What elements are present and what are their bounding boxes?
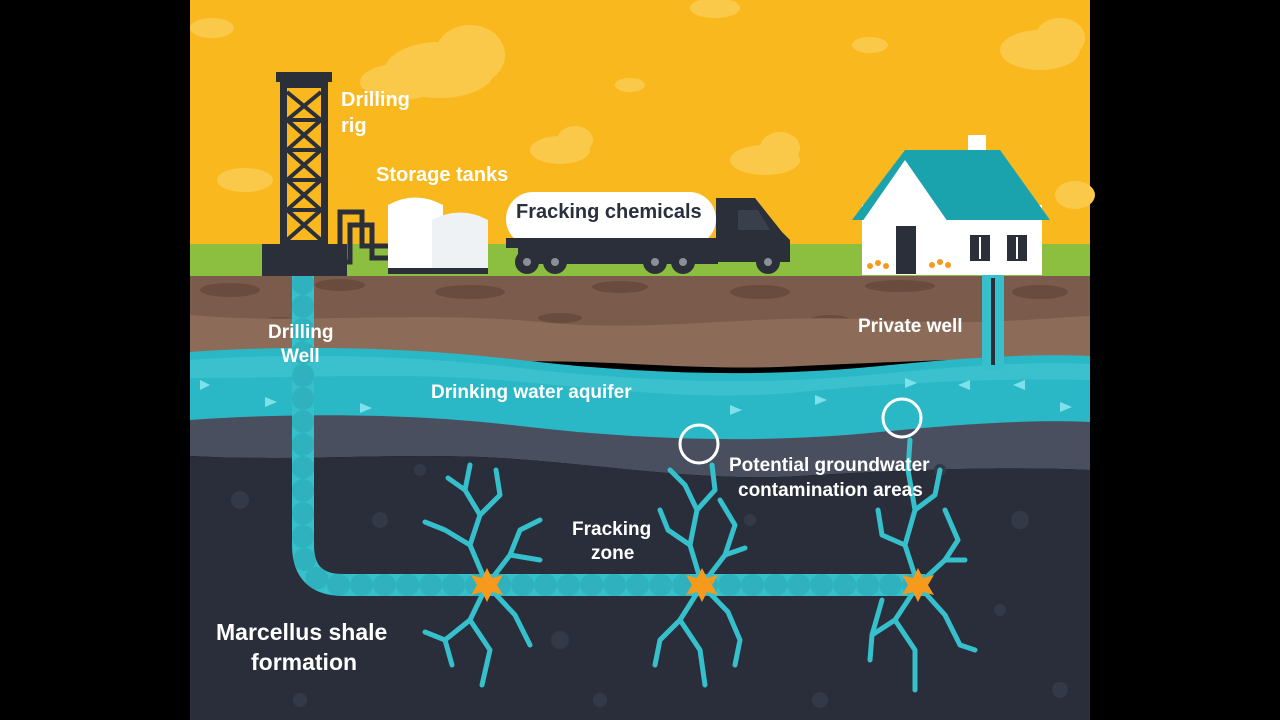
chemical-truck (506, 192, 790, 274)
cloud (1000, 18, 1085, 70)
private-well-label: Private well (858, 316, 963, 337)
fracture-cluster-2 (652, 462, 748, 688)
fracking-zone-label-line1: Fracking (572, 519, 651, 540)
fracking-chemicals-label: Fracking chemicals (516, 201, 702, 223)
cloud (730, 132, 800, 175)
drilling-well-label-line2: Well (281, 346, 320, 367)
storage-tanks-label: Storage tanks (376, 164, 508, 186)
aquifer-label: Drinking water aquifer (431, 382, 632, 403)
shale-pebbles (231, 464, 1068, 708)
drilling-rig-label-line1: Drilling (341, 89, 410, 111)
drilling-rig (262, 72, 390, 276)
burst-1 (471, 568, 503, 602)
contamination-label-line2: contamination areas (738, 480, 923, 501)
drilling-well-label-line1: Drilling (268, 322, 333, 343)
fracking-zone-label-line2: zone (591, 543, 634, 564)
burst-3 (902, 568, 934, 602)
storage-tanks (388, 197, 488, 274)
cloud (530, 126, 593, 164)
cloud (852, 37, 888, 53)
fracture-cluster-1 (422, 462, 543, 688)
cloud (1055, 181, 1095, 209)
marcellus-label-line2: formation (251, 649, 357, 675)
house (852, 135, 1050, 275)
fracking-bursts (471, 568, 934, 602)
contamination-circle-1 (678, 423, 720, 465)
drilling-rig-label-line2: rig (341, 115, 367, 137)
cloud (190, 18, 234, 38)
aquifer-highlight (190, 355, 1090, 396)
cloud (690, 0, 740, 18)
rock-layer (190, 415, 1090, 478)
contamination-circle-2 (881, 397, 923, 439)
fracture-cluster-3 (867, 437, 978, 693)
aquifer-flow-arrows (200, 378, 1072, 415)
contamination-label-line1: Potential groundwater (729, 455, 930, 476)
cloud (360, 25, 505, 100)
clouds (190, 0, 1095, 209)
burst-2 (686, 568, 718, 602)
marcellus-label-line1: Marcellus shale (216, 619, 387, 645)
cloud (217, 168, 273, 192)
pipe-texture (292, 249, 936, 596)
cloud (615, 78, 645, 92)
fractures (422, 437, 978, 693)
